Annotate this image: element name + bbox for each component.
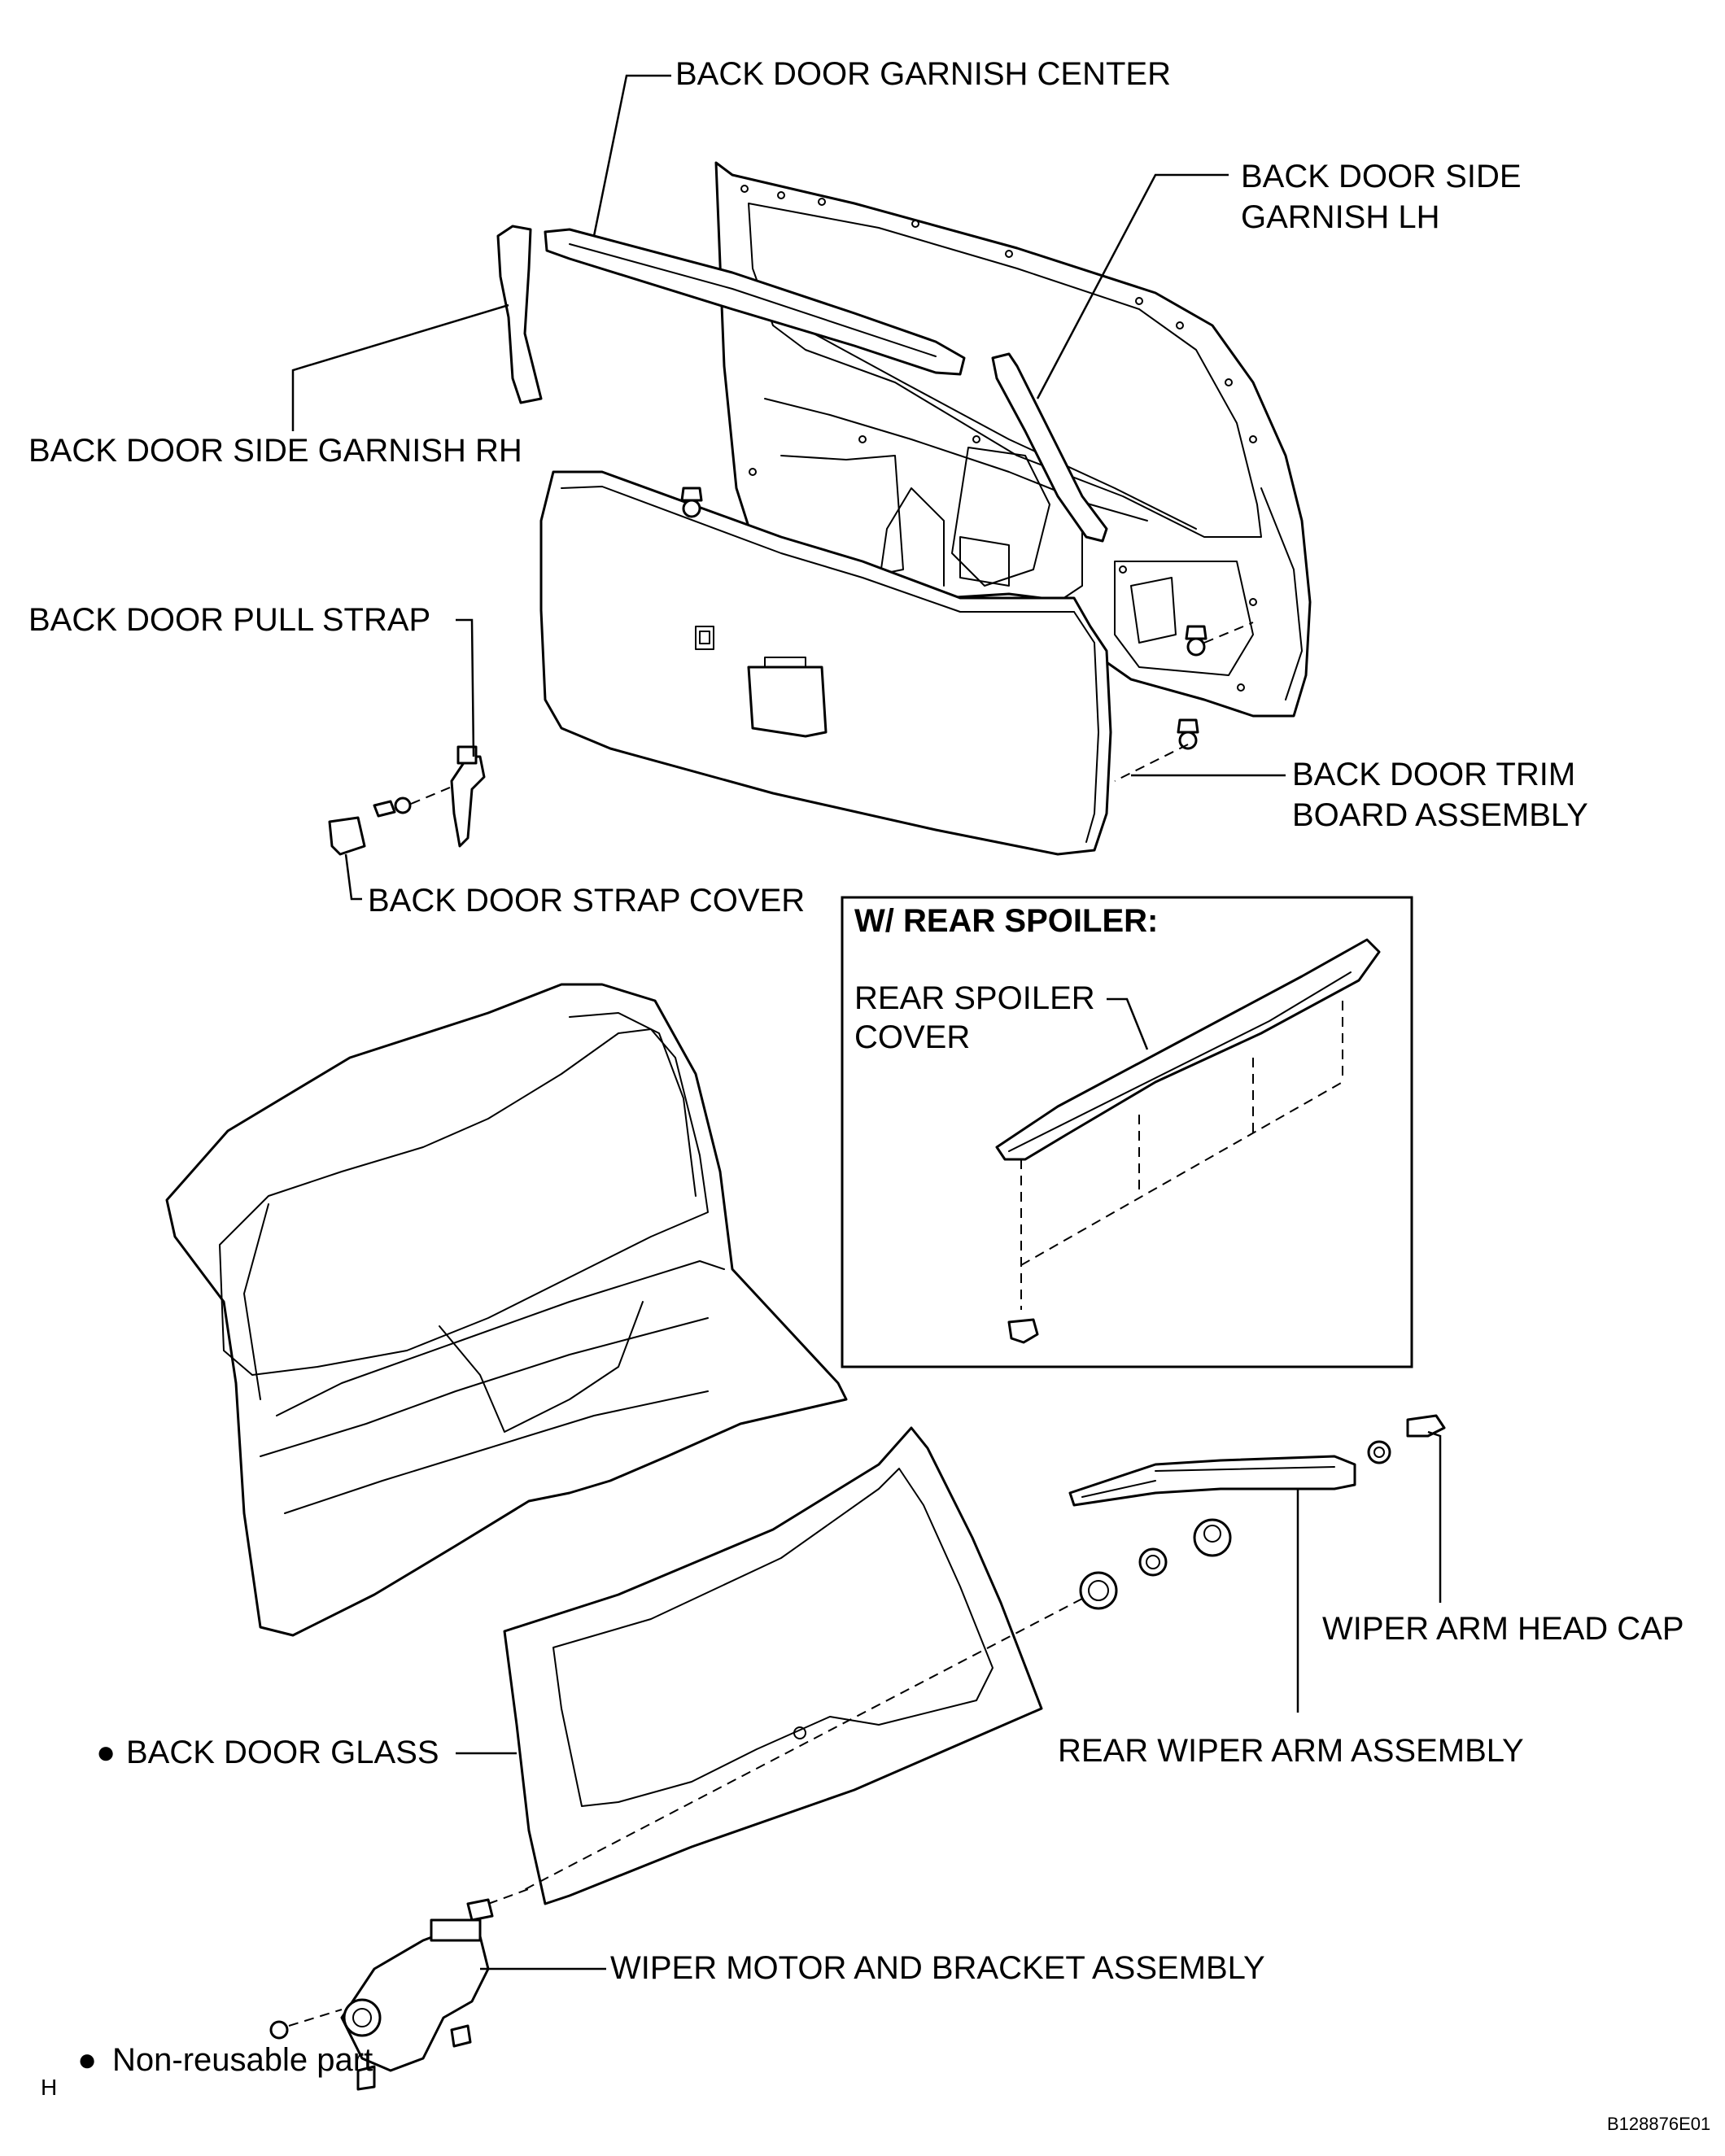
legend-text: Non-reusable part [112,2042,373,2078]
inset-title: W/ REAR SPOILER: [854,903,1158,939]
trim-board-part [539,470,1112,856]
strap-cover-part [328,816,366,856]
trim-fasteners [680,487,1254,782]
label-rear-wiper-arm: REAR WIPER ARM ASSEMBLY [1058,1733,1524,1769]
rear-spoiler-part [995,938,1381,1344]
label-side-garnish-lh-line2: GARNISH LH [1241,199,1440,235]
garnish-center-part [544,228,966,376]
label-trim-board-line2: BOARD ASSEMBLY [1292,797,1588,833]
label-side-garnish-rh: BACK DOOR SIDE GARNISH RH [28,433,522,469]
label-wiper-motor: WIPER MOTOR AND BRACKET ASSEMBLY [610,1950,1265,1986]
wiper-small-parts [520,1414,1446,1892]
back-door-glass-part [503,1426,1043,1905]
side-garnish-rh-part [496,225,543,404]
label-back-door-glass: BACK DOOR GLASS [126,1735,439,1770]
leader-lines [291,74,1442,1971]
side-garnish-lh-part [991,352,1108,543]
label-pull-strap: BACK DOOR PULL STRAP [28,602,430,638]
legend-symbol: ● [77,2042,97,2078]
wiper-arm-part [1068,1455,1356,1507]
pull-strap-part [373,745,486,848]
non-reusable-marker-glass: ● [96,1735,116,1770]
label-spoiler-cover-line2: COVER [854,1019,970,1055]
corner-mark: H [41,2075,57,2100]
back-door-outer [165,983,848,1637]
label-strap-cover: BACK DOOR STRAP COVER [368,883,805,919]
label-spoiler-cover-line1: REAR SPOILER [854,980,1095,1016]
label-side-garnish-lh-line1: BACK DOOR SIDE [1241,159,1522,194]
panel-holes [740,185,1257,692]
label-wiper-head-cap: WIPER ARM HEAD CAP [1322,1611,1684,1647]
label-trim-board-line1: BACK DOOR TRIM [1292,757,1575,792]
rear-spoiler-inset-frame [841,896,1413,1368]
label-garnish-center: BACK DOOR GARNISH CENTER [675,56,1171,92]
wiper-motor-part [269,1887,534,2091]
figure-code: B128876E01 [1607,2114,1710,2134]
